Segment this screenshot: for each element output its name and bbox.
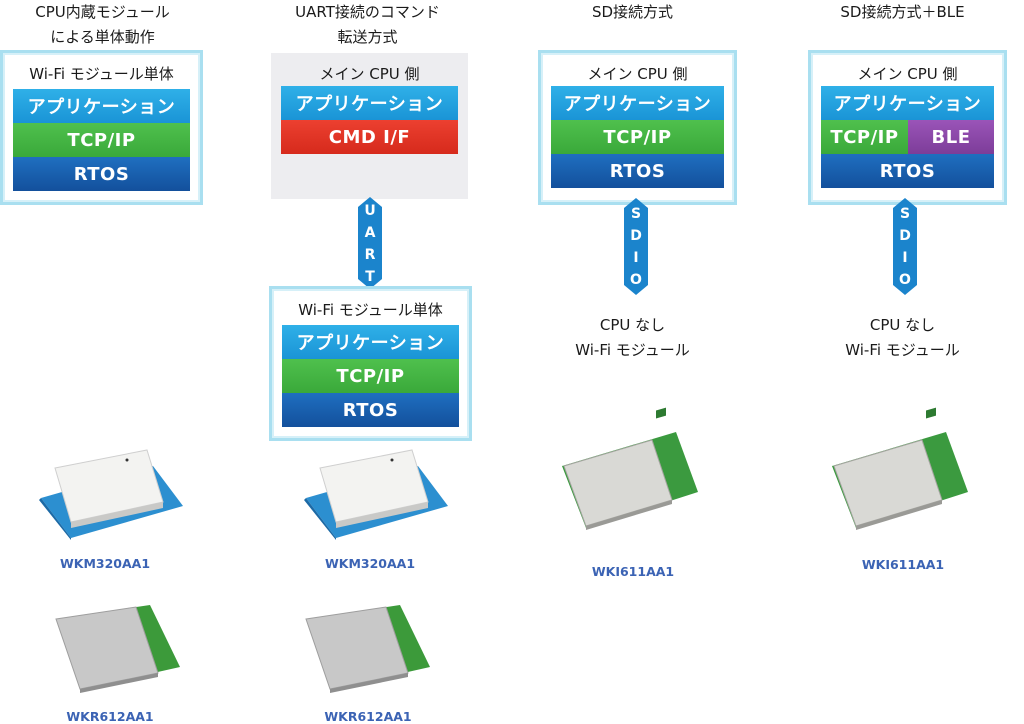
application-layer: アプリケーション	[282, 325, 459, 359]
column-2-title: UART接続のコマンド 転送方式	[295, 3, 440, 46]
connector-letter: U	[364, 203, 376, 219]
wkm320aa1-module-image	[304, 449, 448, 540]
column-3-title: SD接続方式	[591, 3, 674, 21]
connector-letter: S	[630, 206, 642, 222]
wifi-module-standalone-frame: Wi-Fi モジュール単体 アプリケーション TCP/IP RTOS	[0, 50, 203, 205]
uart-connector: U A R T	[358, 197, 382, 289]
connector-letter: I	[633, 250, 639, 266]
connector-letter: A	[364, 225, 376, 241]
connector-letter: R	[364, 247, 376, 263]
column-1-title: CPU内蔵モジュール による単体動作	[35, 3, 170, 46]
main-cpu-side-frame: メイン CPU 側 アプリケーション TCP/IP BLE RTOS	[808, 50, 1007, 205]
wki611aa1-module-image	[832, 407, 968, 530]
tcpip-layer: TCP/IP	[13, 123, 190, 157]
rtos-layer: RTOS	[13, 157, 190, 191]
rtos-layer: RTOS	[551, 154, 724, 188]
connector-letter: S	[899, 206, 911, 222]
application-layer: アプリケーション	[551, 86, 724, 120]
application-layer: アプリケーション	[281, 86, 458, 120]
tcpip-layer: TCP/IP	[551, 120, 724, 154]
wkm320aa1-module-image	[39, 449, 183, 540]
sdio-arrow-icon	[624, 198, 648, 295]
module-caption: WKR612AA1	[324, 709, 412, 724]
wkr612aa1-module-image	[55, 605, 180, 693]
main-cpu-side-frame: メイン CPU 側 アプリケーション TCP/IP RTOS	[538, 50, 737, 205]
connector-letter: O	[630, 272, 642, 288]
frame-label: メイン CPU 側	[857, 65, 958, 83]
frame-label: Wi-Fi モジュール単体	[29, 65, 174, 83]
connector-letter: D	[899, 228, 911, 244]
cpuless-module-text: CPU なし Wi-Fi モジュール	[575, 316, 690, 359]
cmd-if-layer: CMD I/F	[281, 120, 458, 154]
ble-layer: BLE	[908, 120, 994, 154]
connector-letter: I	[902, 250, 908, 266]
application-layer: アプリケーション	[821, 86, 994, 120]
sdio-connector: S D I O	[893, 198, 917, 295]
application-layer: アプリケーション	[13, 89, 190, 123]
rtos-layer: RTOS	[282, 393, 459, 427]
tcpip-layer: TCP/IP	[821, 120, 908, 154]
frame-label: メイン CPU 側	[319, 65, 420, 83]
wkr612aa1-module-image	[305, 605, 430, 693]
tcpip-layer: TCP/IP	[282, 359, 459, 393]
column-4-title: SD接続方式＋BLE	[840, 3, 965, 21]
module-caption: WKM320AA1	[59, 556, 151, 571]
module-caption: WKR612AA1	[66, 709, 154, 724]
connector-letter: O	[899, 272, 911, 288]
module-caption: WKM320AA1	[324, 556, 416, 571]
wki611aa1-module-image	[562, 407, 698, 530]
sdio-arrow-icon	[893, 198, 917, 295]
frame-label: メイン CPU 側	[587, 65, 688, 83]
frame-label: Wi-Fi モジュール単体	[298, 301, 443, 319]
main-cpu-side-frame: メイン CPU 側 アプリケーション CMD I/F	[271, 53, 468, 199]
module-caption: WKI611AA1	[591, 564, 675, 579]
connector-letter: D	[630, 228, 642, 244]
uart-arrow-icon	[358, 197, 382, 289]
wifi-module-standalone-frame: Wi-Fi モジュール単体 アプリケーション TCP/IP RTOS	[269, 286, 472, 441]
rtos-layer: RTOS	[821, 154, 994, 188]
connector-letter: T	[365, 269, 375, 285]
sdio-connector: S D I O	[624, 198, 648, 295]
module-caption: WKI611AA1	[861, 557, 945, 572]
cpuless-module-text: CPU なし Wi-Fi モジュール	[845, 316, 960, 359]
